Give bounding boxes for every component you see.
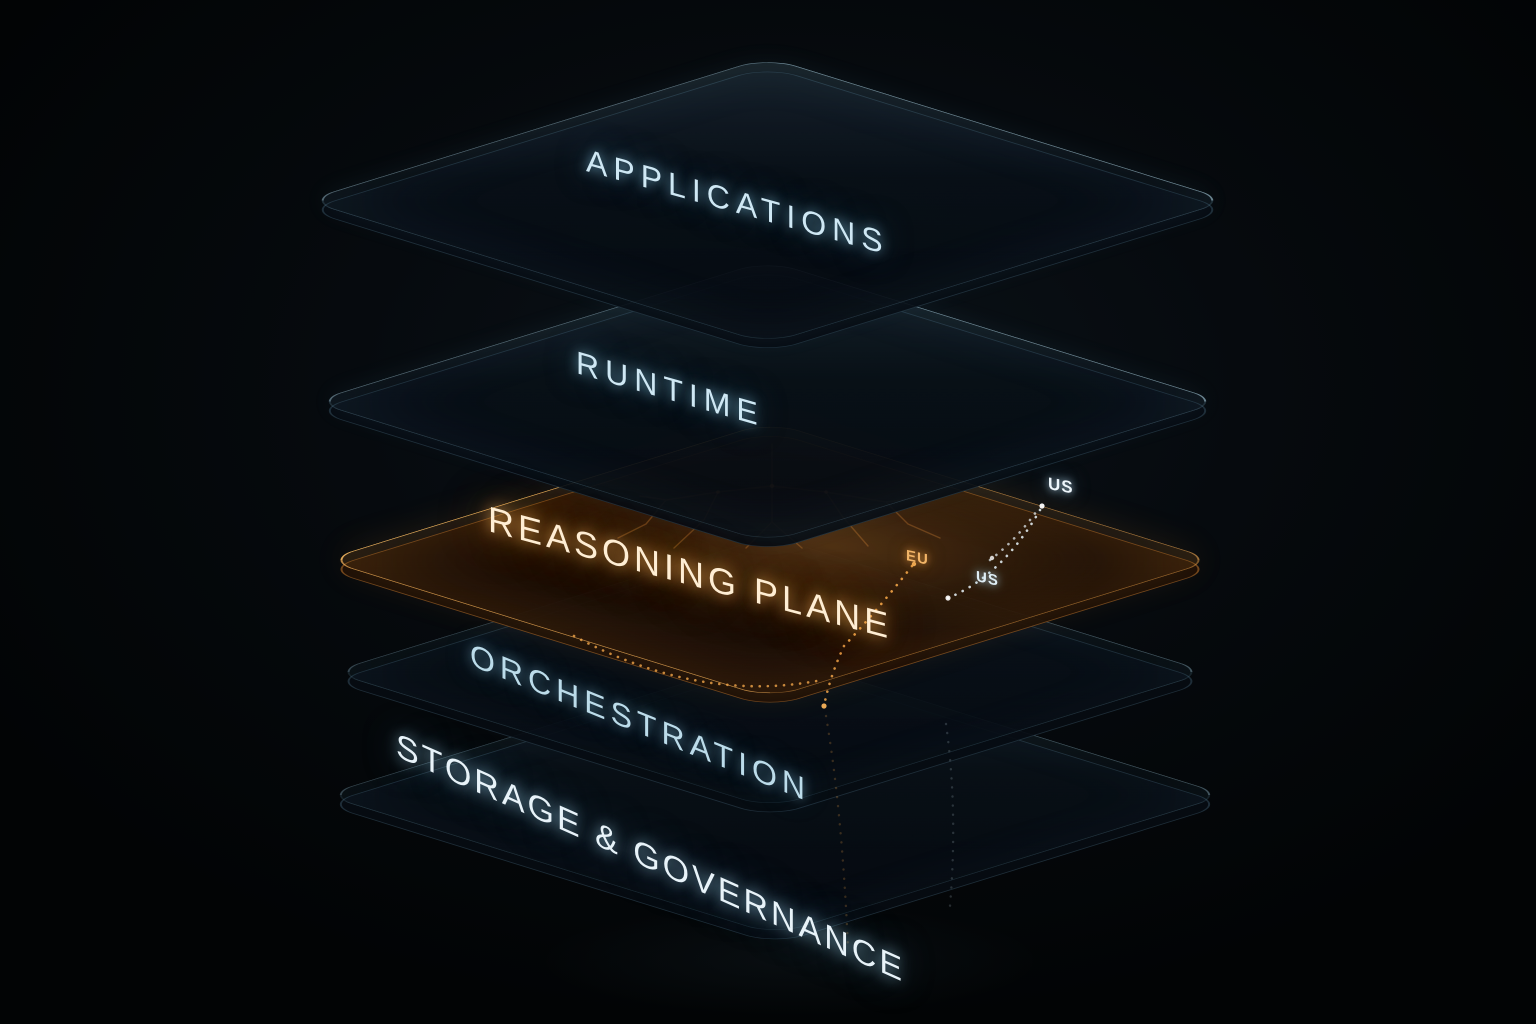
region-tag-us-north: US	[1048, 474, 1074, 498]
